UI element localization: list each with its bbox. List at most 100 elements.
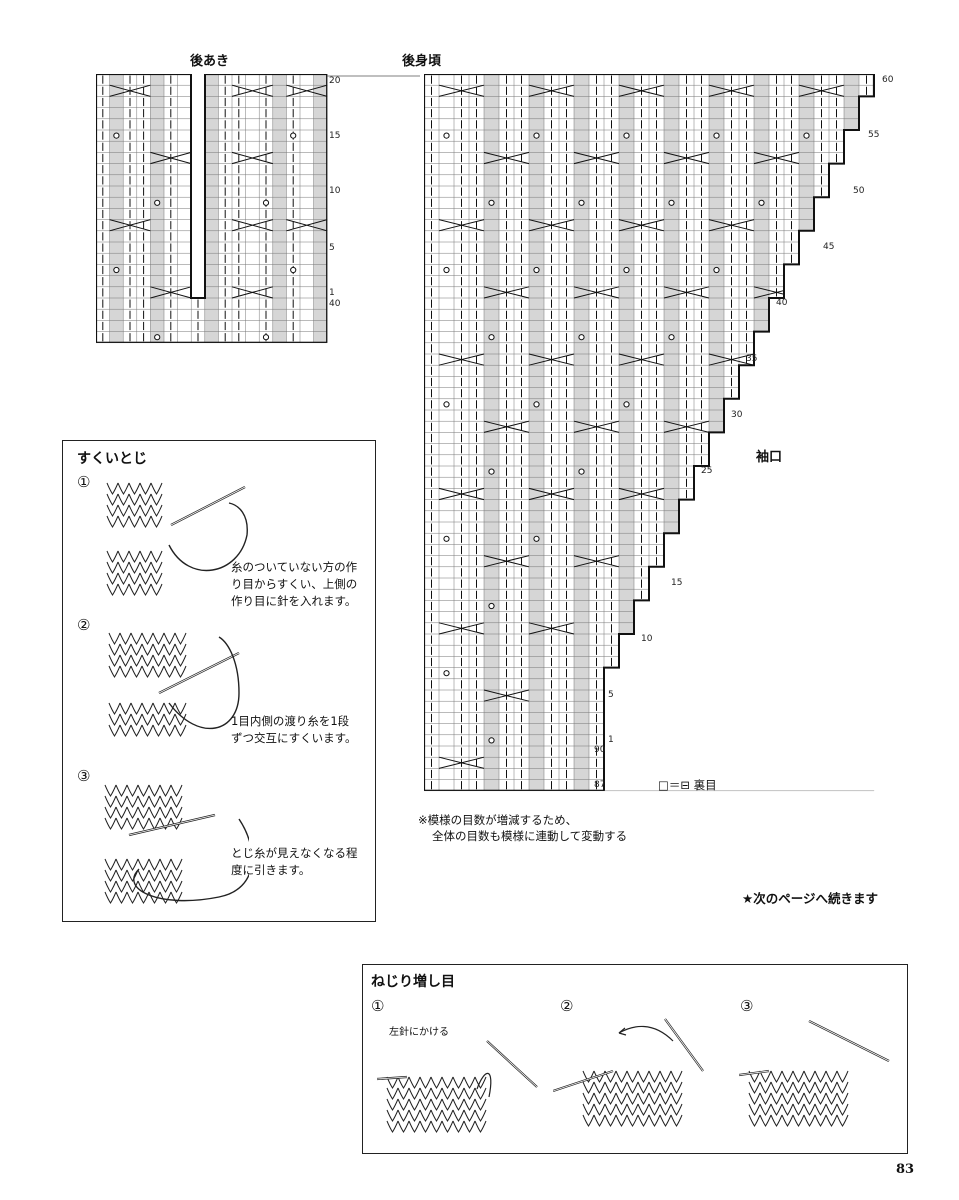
cable-cross-symbol [528,219,575,232]
knit-stitch [408,1076,421,1089]
step-number: ② [77,616,91,634]
sukui-step2-text: 1目内側の渡り糸を1段 ずつ交互にすくいます。 [231,714,357,745]
cable-cross-symbol [438,84,485,97]
knit-stitch [137,858,150,871]
yarn-strand [133,818,249,902]
yarn-over-symbol [533,535,540,542]
yarn-over-symbol [443,266,450,274]
knit-stitch [137,817,150,830]
needle-highlight [553,1070,614,1092]
step-number: ② [560,997,574,1015]
knit-stitch [150,561,163,574]
knit-stitch [604,1103,617,1116]
knit-stitch [582,1092,595,1105]
needle-highlight [739,1070,770,1076]
nejiri-panel: ねじり増し目 ① ② ③ 左針にかける [362,964,908,1154]
needle [553,1069,614,1093]
yarn-over-symbol [290,132,297,139]
knit-stitch [825,1114,838,1127]
knit-stitch [159,795,172,808]
cable-cross-symbol [286,219,328,232]
knit-stitch [419,1087,432,1100]
yarn-over-symbol [803,132,810,139]
knit-stitch [115,858,128,871]
knit-stitch [659,1114,672,1127]
knit-stitch [170,806,183,819]
yarn-over-symbol [668,199,675,206]
knit-stitches [108,632,187,678]
knit-stitch [137,891,150,904]
back-opening-chart [96,74,328,344]
knit-stitch [130,654,143,667]
knit-stitch [474,1087,487,1100]
knit-stitch [119,632,132,645]
knit-stitch [141,643,154,656]
knit-stitch [582,1070,595,1083]
knit-stitch [150,515,163,528]
step1-label: 左針にかける [389,1027,449,1038]
note-line-2: 全体の目数も模様に連動して変動する [432,829,628,843]
knit-stitch [130,724,143,737]
knit-stitch [139,493,152,506]
knit-stitch [593,1092,606,1105]
knit-stitch [781,1070,794,1083]
knit-stitch [770,1081,783,1094]
knit-stitch [825,1092,838,1105]
cable-cross-symbol [109,84,151,97]
cable-cross-symbol [483,151,530,165]
knit-stitch [137,784,150,797]
knit-stitch [126,869,139,882]
knit-stitch [463,1098,476,1111]
chart-border [96,74,328,343]
knit-stitch [174,654,187,667]
knit-stitch [106,482,119,495]
yarn-over-symbol [262,199,270,206]
knit-stitch [593,1081,606,1094]
cable-cross-symbol [573,420,620,433]
knit-stitch [386,1087,399,1100]
knit-stitch [159,858,172,871]
cable-cross-symbol [708,84,755,97]
knit-stitch [781,1103,794,1116]
knit-stitch [386,1109,399,1122]
knit-stitch [174,665,187,678]
knit-stitch [139,515,152,528]
knit-stitch [648,1070,661,1083]
knit-stitch [126,795,139,808]
needle [128,813,216,837]
needle [808,1020,890,1062]
knit-stitch [104,880,117,893]
knit-stitch [150,572,163,585]
knit-stitch [174,724,187,737]
knit-stitch [452,1076,465,1089]
yarn-over-symbol [443,535,450,542]
yarn-over-symbol [488,602,495,610]
knit-stitch [659,1081,672,1094]
needle [377,1075,408,1081]
knit-stitch [115,795,128,808]
knit-stitch [441,1098,454,1111]
knit-stitch [803,1114,816,1127]
knit-stitch [115,817,128,830]
needle [664,1018,704,1072]
row-number: 20 [329,76,341,86]
knit-stitch [452,1098,465,1111]
cable-cross-symbol [150,151,192,165]
knit-stitch [637,1114,650,1127]
knit-stitch [159,806,172,819]
needle [739,1069,770,1077]
knit-stitch [174,632,187,645]
row-number: 1 [608,735,614,745]
knit-stitch [163,665,176,678]
knit-stitch [463,1109,476,1122]
knit-stitches [106,550,163,596]
knit-stitch [117,482,130,495]
knit-stitch [104,869,117,882]
sukui-step1-text: 糸のついていない方の作 り目からすくい、上側の 作り目に針を入れます。 [231,560,358,608]
knit-stitch [825,1103,838,1116]
knit-stitch [128,583,141,596]
knit-stitch [130,632,143,645]
knit-stitch [130,713,143,726]
knit-stitch [803,1103,816,1116]
slit-gap [191,74,205,298]
